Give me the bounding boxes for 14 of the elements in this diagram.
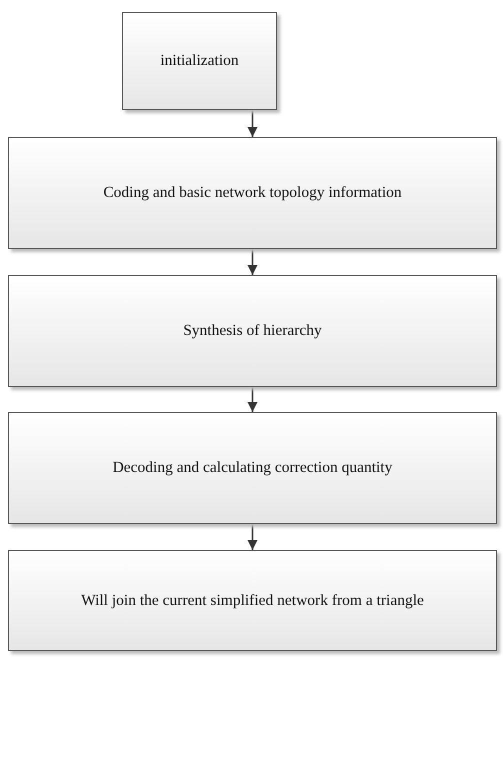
arrow [248, 110, 258, 137]
step-text: initialization [160, 52, 239, 70]
arrow [248, 524, 258, 550]
process-box [8, 550, 497, 651]
step-text: Decoding and calculating correction quantity [112, 459, 392, 477]
process-box [8, 275, 497, 387]
process-box [8, 412, 497, 524]
step-text: Will join the current simplified network from a triangle [81, 592, 424, 610]
arrow [248, 387, 258, 412]
process-box [8, 137, 497, 249]
step-text: Coding and basic network topology information [103, 184, 402, 202]
arrow [248, 249, 258, 275]
step-text: Synthesis of hierarchy [183, 322, 322, 340]
process-box [122, 12, 277, 110]
